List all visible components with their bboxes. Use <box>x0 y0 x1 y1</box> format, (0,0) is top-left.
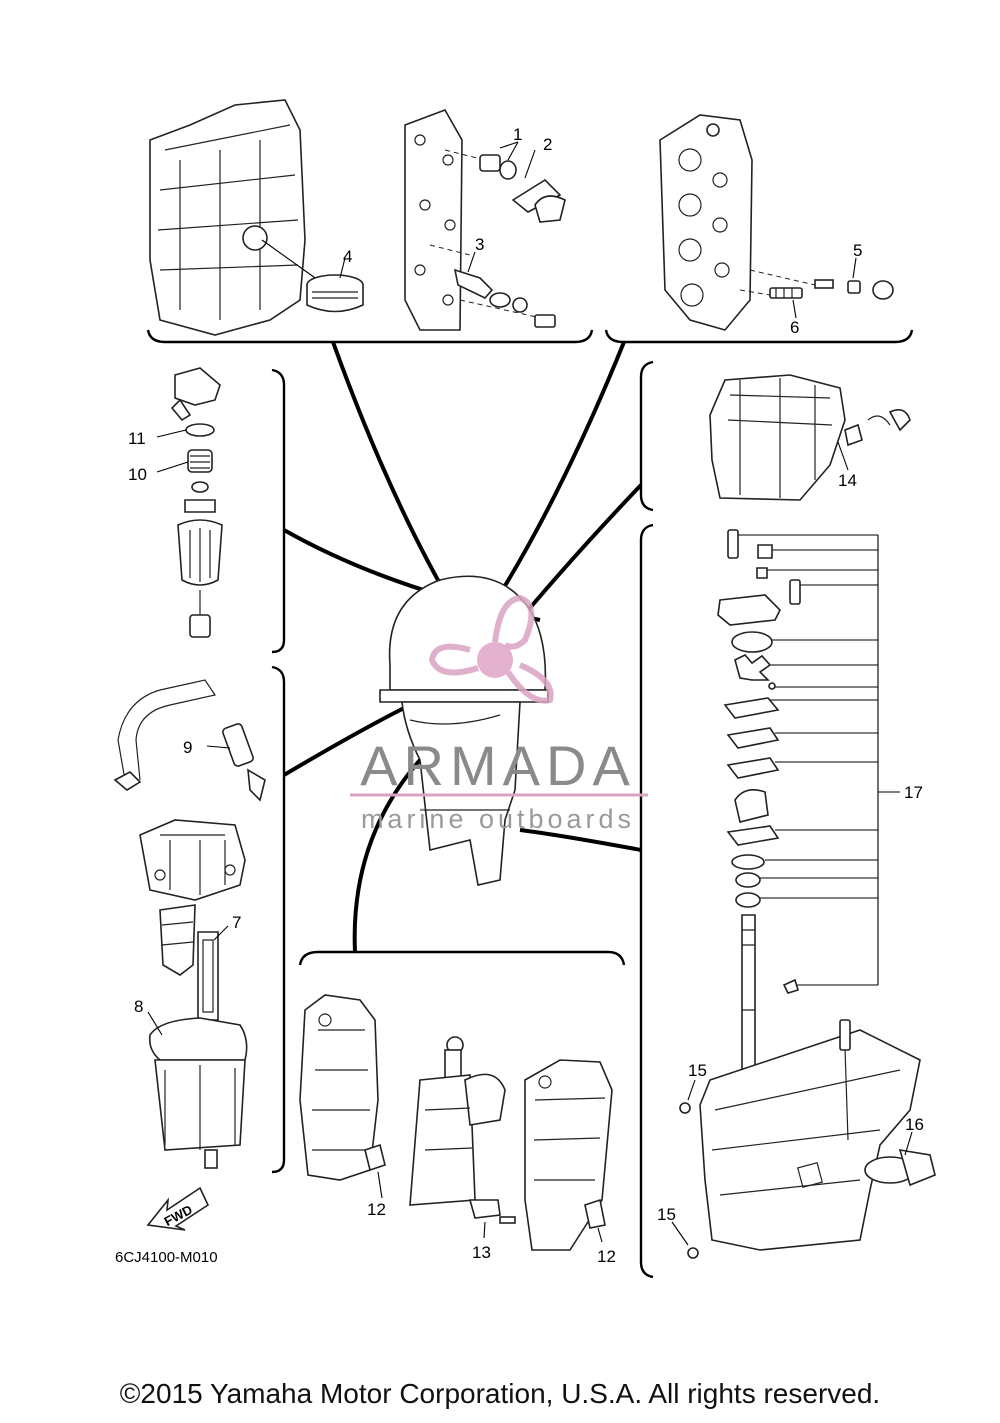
oil-filter: 4 <box>306 247 364 313</box>
crankcase-assembly <box>149 99 319 336</box>
upper-case-assembly: 14 <box>709 374 911 501</box>
callout-4: 4 <box>343 247 352 266</box>
callout-15a: 15 <box>688 1061 707 1080</box>
armada-watermark: ARMADA marine outboards <box>350 594 648 834</box>
clamp-bracket-left: 12 <box>299 994 386 1219</box>
watermark-tagline: marine outboards <box>361 804 635 834</box>
fuel-module-assembly: 9 7 8 <box>113 679 266 1169</box>
cylinder-head-assembly <box>659 114 816 331</box>
callout-2: 2 <box>543 135 552 154</box>
lower-case-assembly: 16 15 15 <box>657 1019 936 1259</box>
clamp-bracket-right: 12 <box>524 1059 616 1266</box>
callout-17: 17 <box>904 783 923 802</box>
callout-15b: 15 <box>657 1205 676 1224</box>
callout-12a: 12 <box>367 1200 386 1219</box>
fwd-arrow-icon: FWD <box>146 1186 210 1231</box>
callout-6: 6 <box>790 318 799 337</box>
callout-1: 1 <box>513 125 522 144</box>
spark-plug-part-6: 6 <box>769 287 803 337</box>
diagram-code: 6CJ4100-M010 <box>115 1249 218 1266</box>
callout-12b: 12 <box>597 1247 616 1266</box>
callout-7: 7 <box>232 913 241 932</box>
exhaust-cover-assembly <box>404 109 551 331</box>
callout-16: 16 <box>905 1115 924 1134</box>
water-pump-kit: 17 <box>717 529 923 1086</box>
thermostat-parts: 1 2 <box>479 125 566 223</box>
propeller-logo <box>428 594 554 704</box>
fuel-filter-assembly: 11 10 <box>128 367 223 638</box>
copyright-notice: ©2015 Yamaha Motor Corporation, U.S.A. A… <box>119 1378 881 1409</box>
callout-11: 11 <box>128 429 146 448</box>
temp-sensor-part-5: 5 <box>814 241 894 300</box>
section-frames <box>146 329 914 1279</box>
anode-part-3: 3 <box>453 235 556 328</box>
callout-14: 14 <box>838 471 857 490</box>
callout-3: 3 <box>475 235 484 254</box>
callout-5: 5 <box>853 241 862 260</box>
callout-13: 13 <box>472 1243 491 1262</box>
power-trim-tilt-unit: 13 <box>409 1036 516 1262</box>
watermark-name: ARMADA <box>360 734 636 797</box>
callout-10: 10 <box>128 465 147 484</box>
callout-9: 9 <box>183 738 192 757</box>
callout-8: 8 <box>134 997 143 1016</box>
outboard-motor-outline <box>379 575 549 886</box>
